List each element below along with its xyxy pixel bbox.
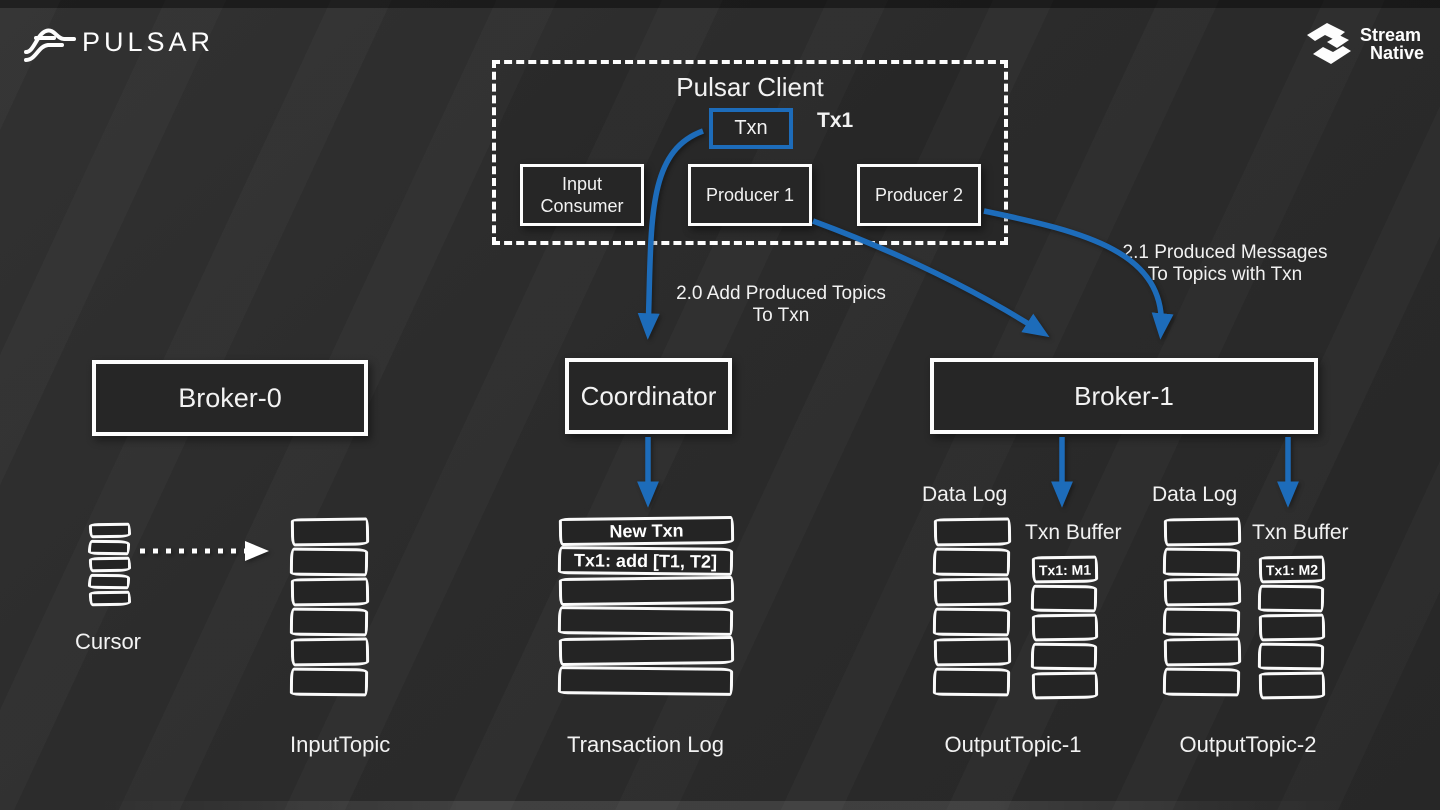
ledger-row: [1163, 637, 1242, 667]
output2-data-log-ledger: [1162, 517, 1242, 697]
output1-data-log-label: Data Log: [922, 483, 1008, 506]
pulsar-logo-icon: [24, 28, 76, 62]
ledger-row: [558, 575, 735, 607]
broker1-label: Broker-1: [1074, 380, 1174, 411]
producer1-box: Producer 1: [688, 164, 812, 226]
ledger-row: New Txn: [558, 515, 735, 547]
ledger-row: [1030, 584, 1098, 613]
ledger-row: [1031, 613, 1099, 642]
ledger-row: [88, 556, 132, 573]
ledger-row: [932, 547, 1011, 577]
flow-label-step-2-1-line2: To Topics with Txn: [1147, 263, 1303, 285]
ledger-row: Tx1: M2: [1258, 555, 1326, 584]
pulsar-wordmark: PULSAR: [82, 26, 215, 57]
output1-data-log-ledger: [932, 517, 1012, 697]
ledger-row: [558, 635, 735, 667]
ledger-row: Tx1: M1: [1031, 555, 1099, 584]
broker0-box: Broker-0: [92, 360, 368, 436]
ledger-row: [557, 606, 734, 636]
ledger-row: [1162, 667, 1241, 697]
ledger-row: [88, 522, 132, 539]
output-topic-1-label: OutputTopic-1: [944, 732, 1082, 757]
streamnative-logo: Stream Native: [1305, 18, 1424, 70]
input-consumer-label: Input Consumer: [540, 173, 623, 218]
producer2-box: Producer 2: [857, 164, 981, 226]
ledger-row: [1257, 584, 1325, 613]
broker0-label: Broker-0: [178, 382, 282, 413]
streamnative-wordmark: Stream Native: [1360, 26, 1424, 62]
ledger-row: [87, 573, 131, 590]
flow-label-step-2-1: 2.1 Produced Messages To Topics with Txn: [1100, 242, 1350, 286]
coordinator-label: Coordinator: [580, 380, 717, 411]
flow-label-step-2-1-line1: 2.1 Produced Messages: [1122, 242, 1328, 263]
ledger-row: [932, 607, 1011, 637]
ledger-row: [88, 590, 132, 607]
input-consumer-line2: Consumer: [540, 196, 624, 216]
output2-txn-buffer-label: Txn Buffer: [1252, 521, 1349, 544]
transaction-log-label: Transaction Log: [567, 732, 724, 757]
cursor-label: Cursor: [75, 629, 142, 654]
ledger-row: [1031, 671, 1099, 700]
transaction-log-ledger: New Txn Tx1: add [T1, T2]: [557, 515, 735, 696]
flow-label-step-2-0-line1: 2.0 Add Produced Topics: [676, 283, 886, 304]
ledger-row: [290, 637, 370, 667]
output1-txn-buffer-ledger: Tx1: M1: [1030, 555, 1099, 700]
ledger-row: [290, 517, 370, 547]
ledger-row: [1163, 577, 1242, 607]
input-consumer-line1: Input: [561, 173, 603, 194]
txn-label: Txn: [734, 117, 768, 139]
broker1-box: Broker-1: [930, 358, 1318, 434]
producer1-label: Producer 1: [705, 184, 795, 205]
ledger-row: [289, 667, 369, 697]
coordinator-box: Coordinator: [565, 358, 732, 434]
input-topic-ledger: [289, 517, 370, 697]
streamnative-line1: Stream: [1359, 25, 1421, 45]
txn-box: Txn: [709, 108, 793, 149]
ledger-row: [1162, 607, 1241, 637]
output2-txn-buffer-ledger: Tx1: M2: [1257, 555, 1326, 700]
pulsar-client-title: Pulsar Client: [676, 72, 824, 102]
flow-label-step-2-0: 2.0 Add Produced Topics To Txn: [656, 283, 906, 327]
cursor-ledger: [87, 522, 132, 607]
ledger-row: [933, 517, 1012, 547]
ledger-row: [289, 547, 369, 577]
ledger-row: [1030, 642, 1098, 671]
streamnative-logo-icon: [1306, 23, 1351, 64]
input-consumer-box: Input Consumer: [520, 164, 644, 226]
ledger-row: [1257, 642, 1325, 671]
ledger-row: [933, 577, 1012, 607]
tx1-label: Tx1: [817, 109, 854, 132]
ledger-row: [87, 539, 131, 556]
flow-label-step-2-0-line2: To Txn: [752, 304, 810, 326]
ledger-row: [1162, 547, 1241, 577]
ledger-row: [1258, 671, 1326, 700]
ledger-row: [290, 577, 370, 607]
ledger-row: [1163, 517, 1242, 547]
pulsar-logo: PULSAR: [24, 22, 214, 62]
ledger-row: [1258, 613, 1326, 642]
producer2-label: Producer 2: [874, 184, 964, 205]
input-topic-label: InputTopic: [290, 732, 391, 757]
streamnative-line2: Native: [1369, 43, 1424, 63]
ledger-row: [557, 666, 734, 696]
ledger-row: Tx1: add [T1, T2]: [557, 546, 734, 576]
ledger-row: [933, 637, 1012, 667]
output2-data-log-label: Data Log: [1152, 483, 1238, 506]
ledger-row: [932, 667, 1011, 697]
output-topic-2-label: OutputTopic-2: [1179, 732, 1317, 757]
output1-txn-buffer-label: Txn Buffer: [1025, 521, 1122, 544]
ledger-row: [289, 607, 369, 637]
